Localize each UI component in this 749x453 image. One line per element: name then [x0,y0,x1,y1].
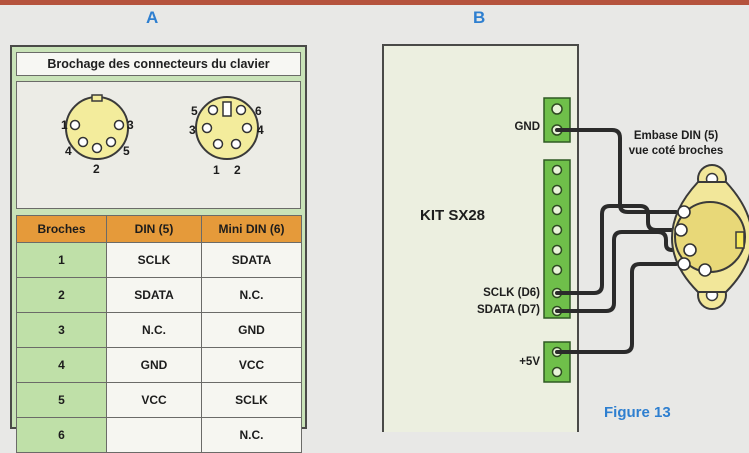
din5-pin-label: 1 [61,118,68,132]
din-caption-line1: Embase DIN (5) [633,130,719,142]
mini-din6-signal-cell: N.C. [201,277,302,313]
panel-a-letter: A [146,8,159,27]
din5-signal-cell: VCC [106,382,202,418]
table-row: 3 N.C. GND [16,312,302,348]
board-label: KIT SX28 [420,207,486,224]
gnd-terminal-block [543,97,571,143]
mini-din6-pin-label: 1 [213,163,220,177]
connector-drawings: 1 3 4 5 2 5 6 3 4 1 2 [61,94,264,177]
table-row: 1 SCLK SDATA [16,242,302,278]
sclk-wire [555,204,682,295]
din5-pin-label: 5 [123,144,130,158]
mini-din6-connector-drawing: 5 6 3 4 1 2 [189,96,264,177]
top-border [0,0,749,5]
din5-connector-drawing: 1 3 4 5 2 [61,94,134,176]
din5-pin-label: 4 [65,144,72,158]
pin-number-cell: 4 [16,347,107,383]
vcc-terminal-block [543,341,571,383]
din5-signal-cell: N.C. [106,312,202,348]
din5-pin-label: 2 [93,162,100,176]
gnd-label: GND [514,121,540,133]
pin-number-cell: 3 [16,312,107,348]
vcc-label: +5V [519,356,540,368]
table-row: 4 GND VCC [16,347,302,383]
pinout-table-frame: Brochage des connecteurs du clavier 1 3 … [10,45,307,453]
connector-pinout-box: 1 3 4 5 2 5 6 3 4 1 2 [16,81,301,209]
mini-din6-pin-label: 4 [257,123,264,137]
pin-number-cell: 2 [16,277,107,313]
din5-signal-cell: SDATA [106,277,202,313]
mini-din6-signal-cell: SCLK [201,382,302,418]
header-mini-din6: Mini DIN (6) [201,215,302,243]
mini-din6-pin-label: 3 [189,123,196,137]
gnd-wire [555,128,678,214]
panel-b-letter: B [473,8,486,27]
din-caption-line2: vue coté broches [628,145,724,157]
figure-label: Figure 13 [604,404,671,421]
mini-din6-signal-cell: SDATA [201,242,302,278]
mini-din6-pin-label: 2 [234,163,241,177]
wiring-diagram [543,97,749,383]
mini-din6-signal-cell: VCC [201,347,302,383]
din5-pin-label: 3 [127,118,134,132]
mini-din6-pin-label: 5 [191,104,198,118]
table-header-row: Broches DIN (5) Mini DIN (6) [16,215,302,243]
din5-signal-cell: GND [106,347,202,383]
din5-socket [670,164,749,310]
sclk-label: SCLK (D6) [483,287,540,299]
vcc-wire [555,262,678,354]
table-row: 2 SDATA N.C. [16,277,302,313]
table-title: Brochage des connecteurs du clavier [16,52,301,76]
din-socket-caption: Embase DIN (5) vue coté broches [603,129,749,159]
sdata-wire [555,230,690,313]
mini-din6-pin-label: 6 [255,104,262,118]
table-row: 5 VCC SCLK [16,382,302,418]
sdata-label: SDATA (D7) [476,304,540,316]
